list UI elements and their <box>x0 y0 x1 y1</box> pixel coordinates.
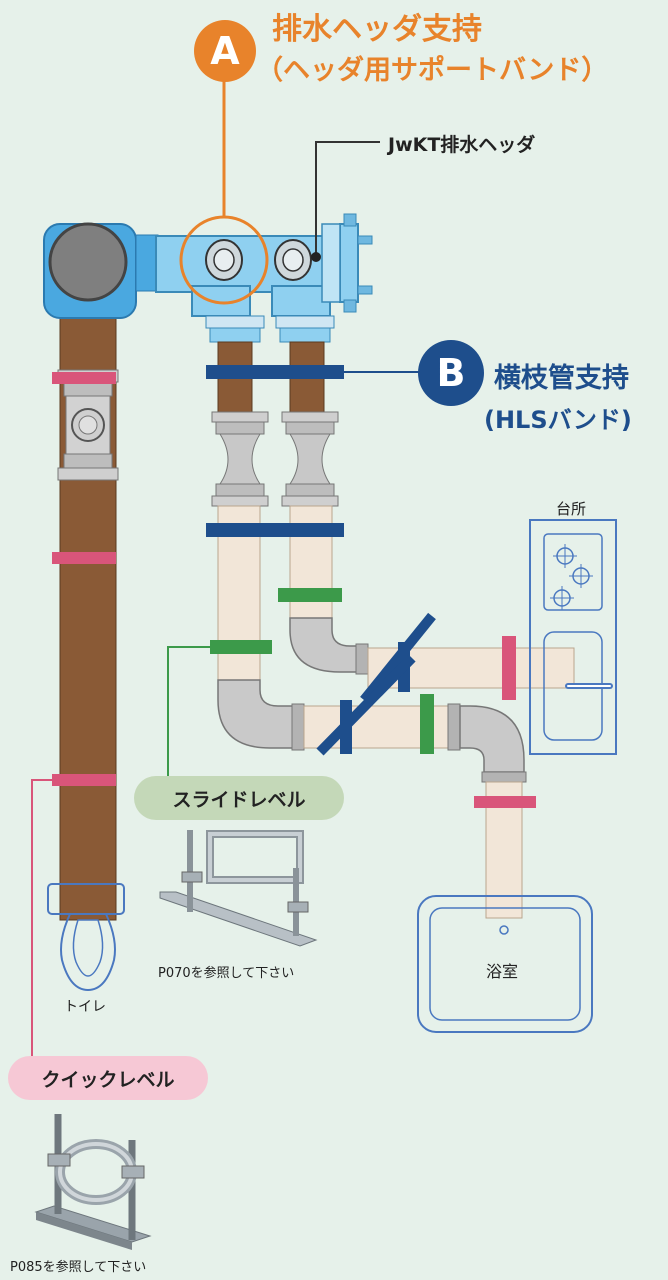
quick-band-3 <box>52 774 116 786</box>
hls-band-upper <box>206 365 344 379</box>
callout-b-subtitle: (HLSバンド) <box>484 406 632 434</box>
quick-level-pill: クイックレベル <box>8 1056 208 1100</box>
quick-level-ref: P085を参照して下さい <box>10 1260 147 1275</box>
slide-band-left <box>210 640 272 654</box>
bath-label: 浴室 <box>486 962 519 981</box>
toilet-fixture <box>47 883 125 992</box>
quick-band-kitchen <box>502 636 516 700</box>
slide-level-ref: P070を参照して下さい <box>158 966 295 981</box>
callout-a-subtitle: （ヘッダ用サポートバンド） <box>256 55 609 86</box>
callout-a-badge: A <box>194 20 256 82</box>
kitchen-fixture <box>529 519 617 755</box>
callout-b-title: 横枝管支持 <box>494 363 629 394</box>
main-elbow <box>43 222 159 319</box>
hls-band-middle <box>206 523 344 537</box>
header-label: JwKT排水ヘッダ <box>388 134 536 156</box>
hls-diagonal-lower <box>316 654 416 756</box>
slide-band-right <box>278 588 342 602</box>
slide-band-horizontal <box>420 694 434 754</box>
slide-level-product <box>159 830 318 947</box>
quick-band-2 <box>52 552 116 564</box>
quick-band-1 <box>52 372 116 384</box>
bath-fixture <box>417 895 593 1033</box>
branch-joint-right <box>281 411 339 507</box>
main-pipe-joint <box>57 369 119 481</box>
toilet-label: トイレ <box>64 999 106 1015</box>
bath-elbow-lower <box>459 705 525 773</box>
slide-level-pill: スライドレベル <box>134 776 344 820</box>
callout-b-badge: B <box>418 340 484 406</box>
callout-a-title: 排水ヘッダ支持 <box>272 12 482 47</box>
bath-elbow-upper <box>217 679 299 749</box>
quick-level-product <box>34 1114 152 1250</box>
branch-joint-left <box>211 411 269 507</box>
kitchen-label: 台所 <box>556 500 587 518</box>
kitchen-elbow <box>289 617 361 673</box>
quick-band-bath <box>474 796 536 808</box>
